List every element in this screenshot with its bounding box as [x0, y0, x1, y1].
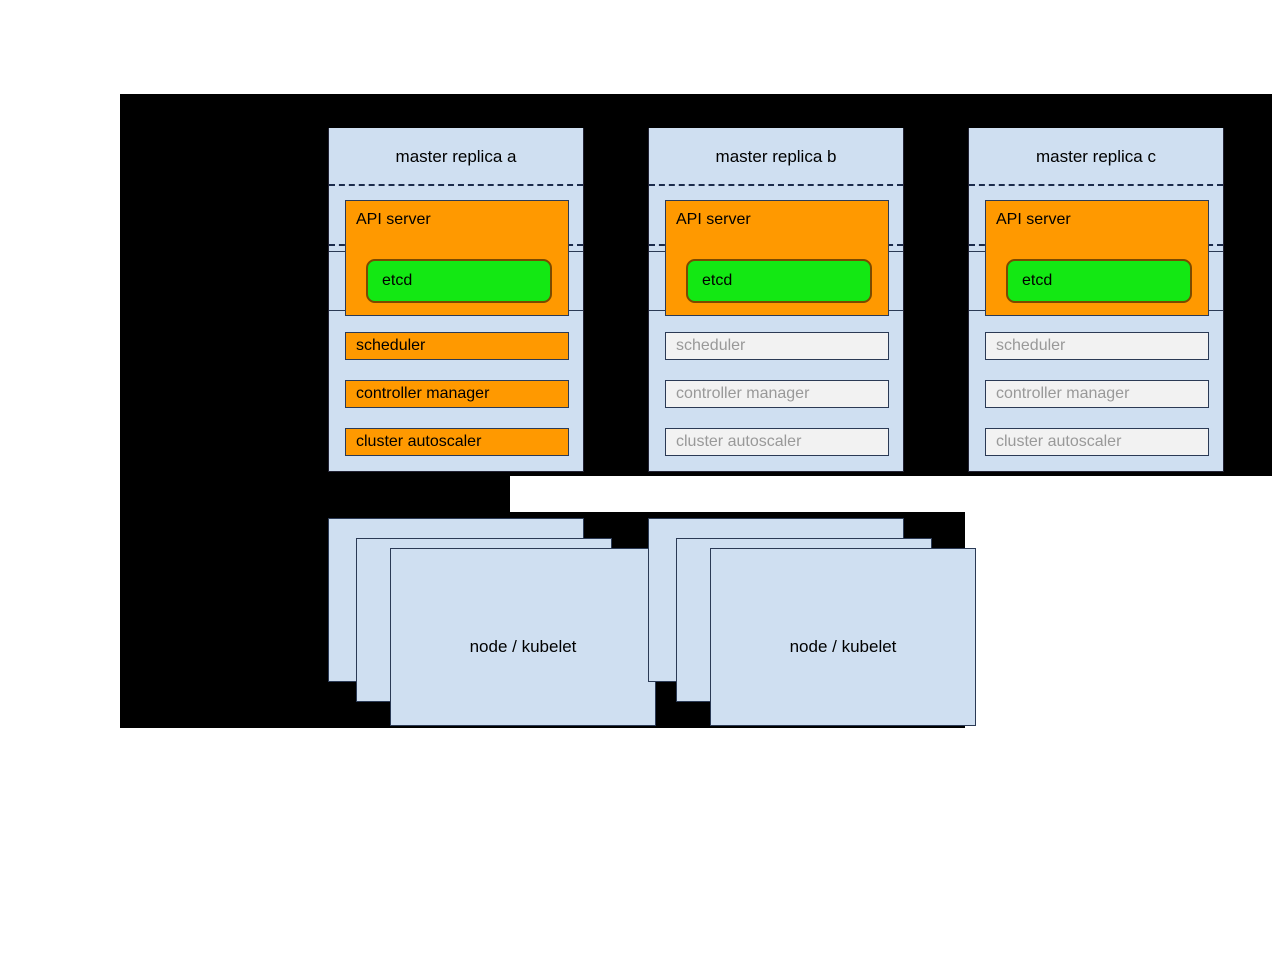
replica-a-cluster-autoscaler[interactable]: cluster autoscaler: [345, 428, 569, 456]
replica-c-etcd[interactable]: etcd: [1006, 259, 1192, 303]
node-group-1-layer-front[interactable]: node / kubelet: [390, 548, 656, 726]
node-group-2-label: node / kubelet: [789, 637, 897, 656]
replica-c-api-server-label: API server: [996, 211, 1071, 228]
master-replica-c-title: master replica c: [1036, 147, 1156, 166]
replica-a-api-server-label: API server: [356, 211, 431, 228]
replica-c-api-server[interactable]: API server etcd: [985, 200, 1209, 316]
replica-b-api-server[interactable]: API server etcd: [665, 200, 889, 316]
master-replica-a-title: master replica a: [395, 147, 517, 166]
replica-b-etcd[interactable]: etcd: [686, 259, 872, 303]
replica-a-controller-manager[interactable]: controller manager: [345, 380, 569, 408]
replica-b-controller-manager[interactable]: controller manager: [665, 380, 889, 408]
replica-c-divider-top: [969, 184, 1223, 186]
replica-a-api-server[interactable]: API server etcd: [345, 200, 569, 316]
replica-c-cluster-autoscaler[interactable]: cluster autoscaler: [985, 428, 1209, 456]
replica-a-etcd[interactable]: etcd: [366, 259, 552, 303]
replica-a-scheduler[interactable]: scheduler: [345, 332, 569, 360]
replica-b-cluster-autoscaler[interactable]: cluster autoscaler: [665, 428, 889, 456]
replica-b-api-server-label: API server: [676, 211, 751, 228]
replica-c-scheduler[interactable]: scheduler: [985, 332, 1209, 360]
replica-b-scheduler[interactable]: scheduler: [665, 332, 889, 360]
master-replica-c[interactable]: master replica c API server etcd schedul…: [968, 128, 1224, 472]
node-group-1-label: node / kubelet: [469, 637, 577, 656]
master-replica-b-title: master replica b: [715, 147, 837, 166]
replica-a-divider-top: [329, 184, 583, 186]
master-replica-b[interactable]: master replica b API server etcd schedul…: [648, 128, 904, 472]
node-group-2-layer-front[interactable]: node / kubelet: [710, 548, 976, 726]
replica-c-controller-manager[interactable]: controller manager: [985, 380, 1209, 408]
replica-b-divider-top: [649, 184, 903, 186]
master-replica-a[interactable]: master replica a API server etcd schedul…: [328, 128, 584, 472]
backdrop-gap-left: [120, 476, 510, 512]
